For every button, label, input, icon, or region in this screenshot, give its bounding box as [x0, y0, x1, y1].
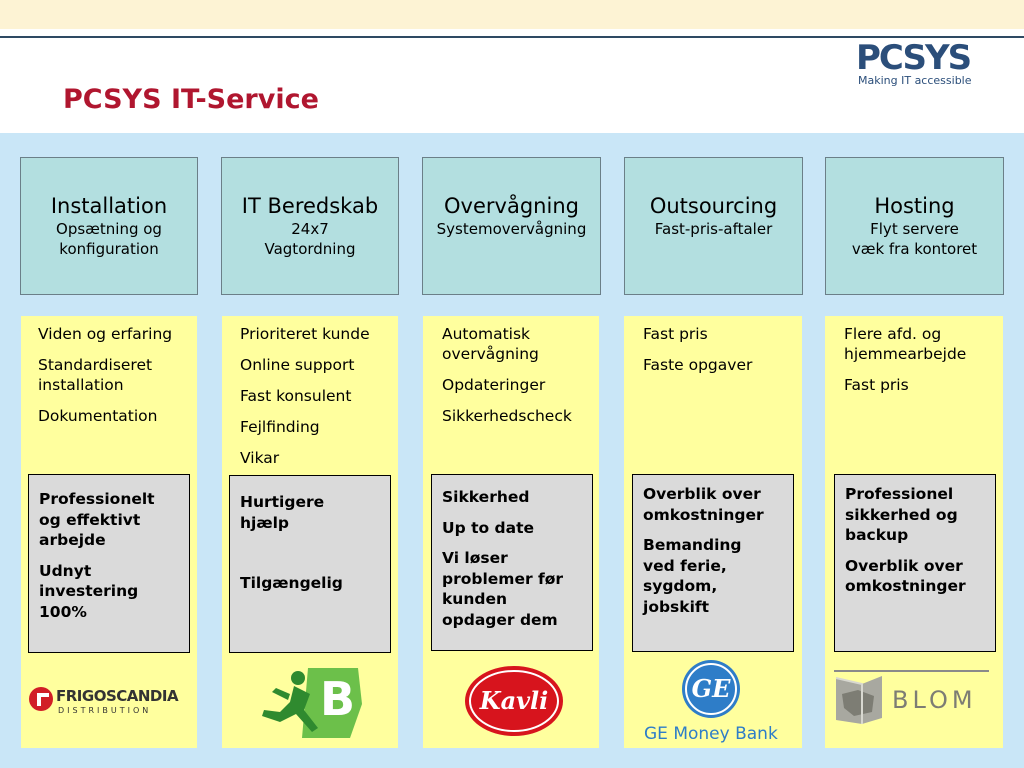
column-subtitle-line: konfiguration — [59, 240, 159, 258]
header-box-outsourcing: Outsourcing Fast-pris-aftaler — [624, 157, 803, 295]
column-subtitle-line: Opsætning og — [56, 220, 162, 238]
kavli-logo: Kavli — [463, 664, 565, 739]
ge-money-bank-logo: GE GE Money Bank — [640, 658, 785, 746]
list-item: Automatisk overvågning — [442, 325, 539, 363]
list-item: Dokumentation — [38, 407, 158, 425]
column-title: Hosting — [874, 194, 955, 218]
list-item: Sikkerhedscheck — [442, 407, 572, 425]
benefit-box-hosting: Professionel sikkerhed og backup Overbli… — [834, 474, 996, 652]
blom-logo: BLOM — [834, 670, 989, 728]
benefit-item: Hurtigere hjælp — [240, 493, 325, 532]
page-title: PCSYS IT-Service — [63, 84, 319, 115]
runner-b-icon — [262, 668, 362, 738]
list-item: Fejlfinding — [240, 418, 320, 436]
benefit-item — [240, 543, 382, 563]
column-subtitle-line: væk fra kontoret — [851, 240, 978, 258]
list-item: Opdateringer — [442, 376, 546, 394]
benefit-item: Udnyt investering 100% — [39, 561, 139, 621]
column-subtitle-line: Vagtordning — [264, 240, 356, 258]
column-title: Installation — [50, 194, 168, 218]
column-subtitle-line: Fast-pris-aftaler — [654, 220, 773, 238]
list-item: Online support — [240, 356, 355, 374]
benefit-item: Sikkerhed — [442, 488, 530, 506]
item-list-installation: Viden og erfaring Standardiseret install… — [38, 324, 193, 437]
benefit-item: Tilgængelig — [240, 574, 343, 592]
frigoscandia-name: FRIGOSCANDIA — [56, 687, 179, 705]
kavli-logo-text: Kavli — [479, 686, 549, 715]
blom-logo-text: BLOM — [892, 686, 977, 714]
benefit-item: Professionel sikkerhed og backup — [845, 485, 958, 544]
item-list-outsourcing: Fast pris Faste opgaver — [643, 324, 793, 386]
pcsys-logo: PCSYS Making IT accessible — [856, 38, 1006, 90]
list-item: Fast pris — [643, 325, 708, 343]
column-subtitle-line: Flyt servere — [870, 220, 959, 238]
frigoscandia-emblem-icon — [29, 687, 53, 711]
benefit-box-it-beredskab: Hurtigere hjælp Tilgængelig — [229, 475, 391, 653]
list-item: Fast pris — [844, 376, 909, 394]
column-title: Overvågning — [444, 194, 579, 218]
top-bar — [0, 0, 1024, 29]
list-item: Standardiseret installation — [38, 356, 153, 394]
beredskab-logo: B — [258, 664, 362, 739]
ge-monogram-text: GE — [691, 674, 731, 703]
beredskab-logo-letter: B — [320, 672, 356, 726]
blom-map-icon — [835, 676, 882, 724]
list-item: Vikar — [240, 449, 280, 467]
benefit-item: Overblik over omkostninger — [643, 485, 764, 524]
list-item: Faste opgaver — [643, 356, 753, 374]
column-title: IT Beredskab — [241, 194, 379, 218]
column-subtitle-line: Systemovervågning — [436, 220, 587, 238]
benefit-box-outsourcing: Overblik over omkostninger Bemanding ved… — [632, 474, 794, 652]
kavli-oval-icon — [465, 666, 563, 736]
benefit-item: Up to date — [442, 518, 535, 537]
pcsys-logo-tagline: Making IT accessible — [858, 74, 972, 87]
benefit-box-overvagning: Sikkerhed Up to date Vi løser problemer … — [431, 474, 593, 651]
header-box-overvagning: Overvågning Systemovervågning — [422, 157, 601, 295]
ge-monogram-icon — [682, 660, 740, 718]
pcsys-logo-text: PCSYS — [856, 38, 972, 78]
benefit-item: Vi løser problemer før kunden opdager de… — [442, 549, 564, 629]
ge-money-bank-name: GE Money Bank — [644, 724, 778, 744]
list-item: Fast konsulent — [240, 387, 352, 405]
benefit-item: Overblik over omkostninger — [845, 556, 966, 596]
blom-logo-rule — [834, 670, 989, 672]
item-list-it-beredskab: Prioriteret kunde Online support Fast ko… — [240, 324, 395, 479]
column-subtitle-line: 24x7 — [291, 220, 329, 238]
benefit-item: Bemanding ved ferie, sygdom, jobskift — [643, 536, 742, 616]
list-item: Flere afd. og hjemmearbejde — [844, 325, 967, 363]
frigoscandia-logo: FRIGOSCANDIA DISTRIBUTION — [28, 682, 188, 722]
top-divider — [0, 36, 1024, 38]
column-title: Outsourcing — [649, 194, 778, 218]
list-item: Viden og erfaring — [38, 325, 173, 343]
item-list-overvagning: Automatisk overvågning Opdateringer Sikk… — [442, 324, 592, 437]
header-box-hosting: Hosting Flyt servere væk fra kontoret — [825, 157, 1004, 295]
list-item: Prioriteret kunde — [240, 325, 370, 343]
benefit-box-installation: Professionelt og effektivt arbejde Udnyt… — [28, 474, 190, 653]
benefit-item: Professionelt og effektivt arbejde — [39, 490, 155, 549]
header-box-it-beredskab: IT Beredskab 24x7 Vagtordning — [221, 157, 399, 295]
header-box-installation: Installation Opsætning og konfiguration — [20, 157, 198, 295]
item-list-hosting: Flere afd. og hjemmearbejde Fast pris — [844, 324, 994, 406]
frigoscandia-sub: DISTRIBUTION — [58, 706, 152, 715]
